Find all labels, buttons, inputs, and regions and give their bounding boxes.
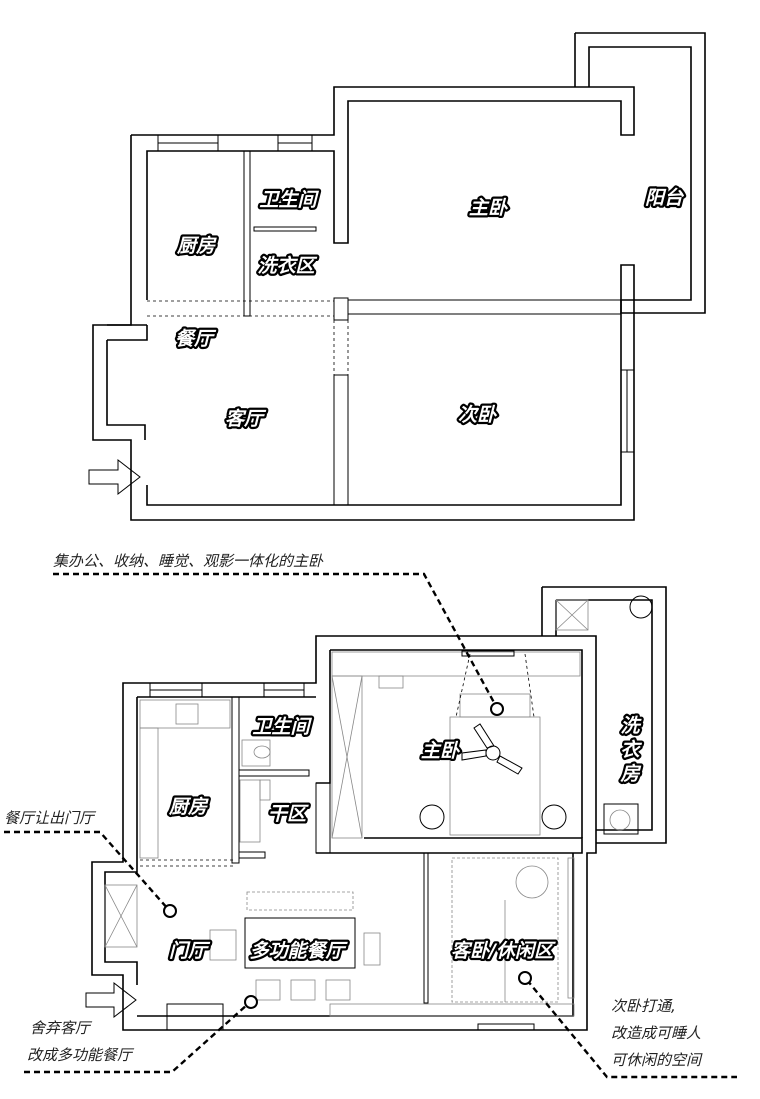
ceiling-fan-icon (461, 723, 523, 775)
plan-before-second-bedroom-label: 次卧 (458, 404, 498, 426)
plan-after-bathroom-label: 卫生间 (252, 716, 312, 738)
plan-after-outer-wall (91, 635, 597, 1031)
plan-after-master-bedroom-label: 主卧 (421, 740, 461, 762)
annotations: 集办公、收纳、睡觉、观影一体化的主卧 餐厅让出门厅 舍弃客厅 改成多功能餐厅 次… (4, 552, 737, 1079)
plan-after-dry-area-label: 干区 (268, 803, 309, 825)
plan-after: 卫生间 主卧 洗 衣 房 厨房 干区 门厅 多功能餐厅 客卧/休闲区 (85, 586, 667, 1031)
plan-before-living-label: 客厅 (225, 408, 267, 430)
note-second-bedroom-line-1: 次卧打通, (611, 997, 676, 1015)
note-second-bedroom-line-2: 改造成可睡人 (611, 1024, 701, 1042)
plan-after-kitchen-label: 厨房 (168, 796, 209, 818)
note-abandon-living-line-1: 舍弃客厅 (30, 1019, 93, 1037)
plan-after-laundry-wall (541, 586, 667, 844)
plan-before-laundry-label: 洗衣区 (257, 255, 317, 277)
plan-after-foyer-label: 门厅 (169, 940, 211, 962)
plan-after-laundry-char-3: 房 (619, 763, 641, 785)
plan-before-kitchen-label: 厨房 (176, 235, 217, 257)
note-abandon-living-line-2: 改成多功能餐厅 (27, 1046, 135, 1064)
note-dining-to-foyer: 餐厅让出门厅 (4, 809, 97, 827)
leader-dining-to-foyer (4, 830, 169, 910)
plan-after-entry-arrow (85, 981, 137, 1019)
plan-before: 卫生间 主卧 阳台 厨房 洗衣区 餐厅 客厅 次卧 (88, 32, 706, 521)
leader-abandon-living (24, 1003, 249, 1074)
plan-before-master-bedroom-label: 主卧 (469, 197, 509, 219)
plan-after-guest-leisure-label: 客卧/休闲区 (451, 940, 556, 962)
leader-master (53, 572, 499, 709)
plan-before-balcony-label: 阳台 (645, 187, 685, 209)
plan-before-entry-arrow (88, 458, 141, 496)
leader-second-bedroom (526, 979, 737, 1079)
plan-after-multi-dining-label: 多功能餐厅 (249, 940, 348, 962)
plan-before-outer-wall-2 (92, 135, 635, 521)
note-master: 集办公、收纳、睡觉、观影一体化的主卧 (53, 552, 324, 570)
plan-after-laundry-char-2: 衣 (620, 739, 642, 761)
plan-before-balcony-wall (575, 32, 706, 314)
plan-before-bathroom-label: 卫生间 (259, 189, 319, 211)
plan-before-dining-label: 餐厅 (175, 328, 217, 350)
plan-after-laundry-char-1: 洗 (620, 715, 642, 737)
plan-before-outer-wall (131, 86, 635, 300)
note-second-bedroom-line-3: 可休闲的空间 (611, 1051, 703, 1069)
